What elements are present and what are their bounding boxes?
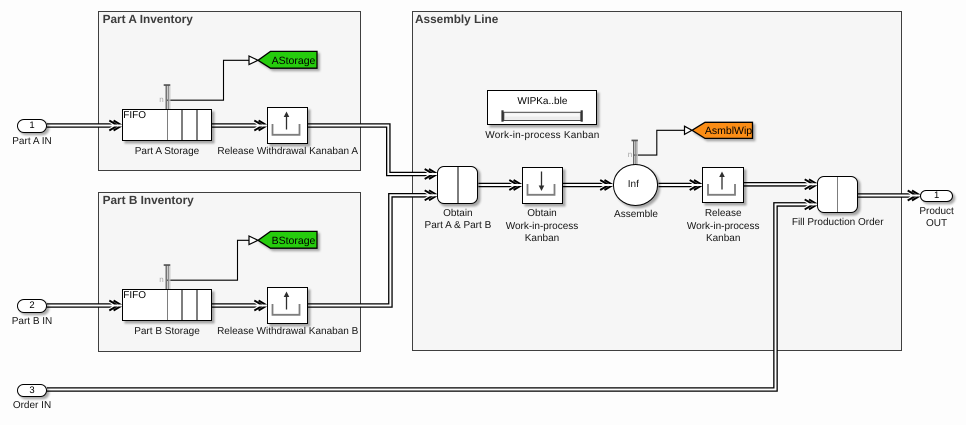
svg-text:AStorage: AStorage: [272, 55, 316, 67]
svg-text:BStorage: BStorage: [272, 235, 316, 247]
svg-text:AsmblWip: AsmblWip: [705, 125, 752, 137]
